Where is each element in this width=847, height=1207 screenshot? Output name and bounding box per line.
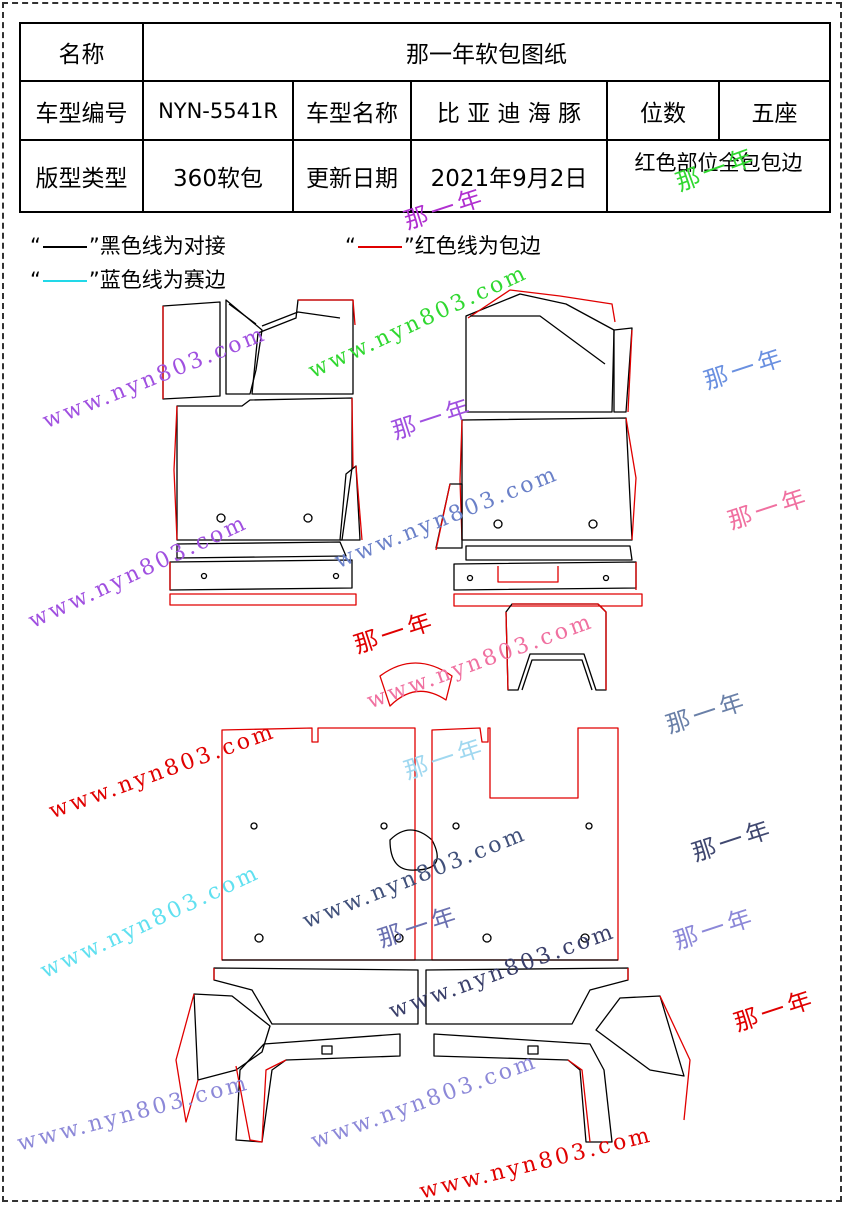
model-code-label: 车型编号 bbox=[19, 80, 144, 141]
rear-hole-1 bbox=[250, 822, 258, 830]
legend-red-text: ”红色线为包边 bbox=[403, 234, 541, 258]
fr-hole-3 bbox=[466, 574, 474, 582]
legend-red: “ ”红色线为包边 bbox=[345, 230, 541, 260]
fl-hole-4 bbox=[332, 572, 340, 580]
fr-strip-1 bbox=[465, 545, 633, 561]
legend-black-text: ”黑色线为对接 bbox=[88, 234, 226, 258]
front-right-mat-group bbox=[435, 289, 643, 607]
fl-strip-1 bbox=[176, 541, 347, 559]
legend-cyan: “ ”蓝色线为赛边 bbox=[30, 264, 226, 294]
fr-hole-2 bbox=[588, 519, 598, 529]
fr-hole-4 bbox=[602, 574, 610, 582]
rb-left-wing bbox=[193, 993, 271, 1081]
rb-right-wing-edge bbox=[659, 995, 691, 1121]
tunnel-edge bbox=[505, 603, 607, 691]
fr-side-edge bbox=[627, 329, 633, 413]
pattern-type-label: 版型类型 bbox=[19, 139, 144, 213]
fr-side-piece bbox=[613, 327, 633, 413]
rear-hole-4 bbox=[585, 822, 593, 830]
fr-main-edge bbox=[459, 417, 637, 541]
fr-top-edge bbox=[467, 289, 616, 323]
center-tunnel-group bbox=[379, 603, 607, 707]
fr-strip-2 bbox=[453, 561, 637, 591]
rear-hole-5 bbox=[254, 933, 264, 943]
fl-main-panel bbox=[176, 397, 353, 541]
fr-seam bbox=[470, 315, 606, 365]
spec-table: 名称 那一年软包图纸 车型编号 NYN-5541R 车型名称 比 亚 迪 海 豚… bbox=[19, 22, 832, 213]
legend-cyan-open-quote: “ bbox=[30, 268, 41, 292]
seats-label: 位数 bbox=[606, 80, 720, 141]
pattern-type-value: 360软包 bbox=[142, 139, 294, 213]
drawing-title: 那一年软包图纸 bbox=[141, 22, 832, 82]
rear-left-cutout bbox=[389, 829, 438, 871]
legend-black-open-quote: “ bbox=[30, 234, 41, 258]
fl-side-flap bbox=[339, 465, 361, 541]
rb-right-wing bbox=[595, 995, 685, 1077]
update-date-label: 更新日期 bbox=[292, 139, 412, 213]
fl-hole-2 bbox=[303, 513, 313, 523]
rb-left-slot bbox=[321, 1045, 333, 1055]
rear-hole-2 bbox=[380, 822, 388, 830]
model-code-value: NYN-5541R bbox=[142, 80, 294, 141]
rear-hole-8 bbox=[580, 933, 590, 943]
legend-black: “ ”黑色线为对接 bbox=[30, 230, 226, 260]
rear-floor-group bbox=[221, 727, 619, 961]
fl-hole-1 bbox=[216, 513, 226, 523]
update-date-value: 2021年9月2日 bbox=[410, 139, 608, 213]
fl-seam-line bbox=[228, 303, 341, 327]
name-label: 名称 bbox=[19, 22, 144, 82]
tunnel-arch bbox=[379, 662, 453, 707]
legend-cyan-text: ”蓝色线为赛边 bbox=[88, 268, 226, 292]
rb-left-rear-edge bbox=[235, 1059, 287, 1143]
rear-hole-7 bbox=[482, 933, 492, 943]
model-name-value: 比 亚 迪 海 豚 bbox=[410, 80, 608, 141]
legend-cyan-swatch bbox=[42, 280, 87, 282]
model-name-label: 车型名称 bbox=[292, 80, 412, 141]
rb-left-strip bbox=[213, 967, 419, 1025]
fl-side-flap-edge bbox=[355, 465, 363, 541]
fr-strip-notch bbox=[497, 566, 559, 583]
red-area-note: 红色部位全包包边 bbox=[605, 139, 832, 213]
rb-right-rear bbox=[433, 1033, 613, 1143]
fr-bottom-strip bbox=[453, 593, 643, 607]
legend-red-open-quote: “ bbox=[345, 234, 356, 258]
rb-left-wing-edge bbox=[175, 993, 199, 1123]
fl-strip-2 bbox=[169, 559, 353, 591]
fl-hole-3 bbox=[200, 572, 208, 580]
legend-red-swatch bbox=[357, 246, 402, 248]
rear-hole-3 bbox=[452, 822, 460, 830]
fr-hole-1 bbox=[493, 519, 503, 529]
rear-bottom-group bbox=[175, 967, 691, 1143]
fr-left-flap-edge bbox=[435, 483, 451, 551]
seats-value: 五座 bbox=[717, 80, 832, 141]
rb-right-rear-edge bbox=[567, 1059, 591, 1143]
fr-top-panel bbox=[465, 293, 615, 413]
fl-top-right-edge bbox=[298, 299, 356, 326]
rb-right-slot bbox=[527, 1045, 539, 1055]
front-left-mat-group bbox=[162, 299, 363, 606]
tunnel-inner bbox=[521, 659, 593, 691]
legend-black-swatch bbox=[42, 246, 87, 248]
fl-bottom-strip bbox=[169, 593, 357, 606]
fl-main-panel-edge bbox=[173, 397, 354, 541]
rear-hole-6 bbox=[394, 933, 404, 943]
rb-left-rear bbox=[235, 1033, 401, 1143]
